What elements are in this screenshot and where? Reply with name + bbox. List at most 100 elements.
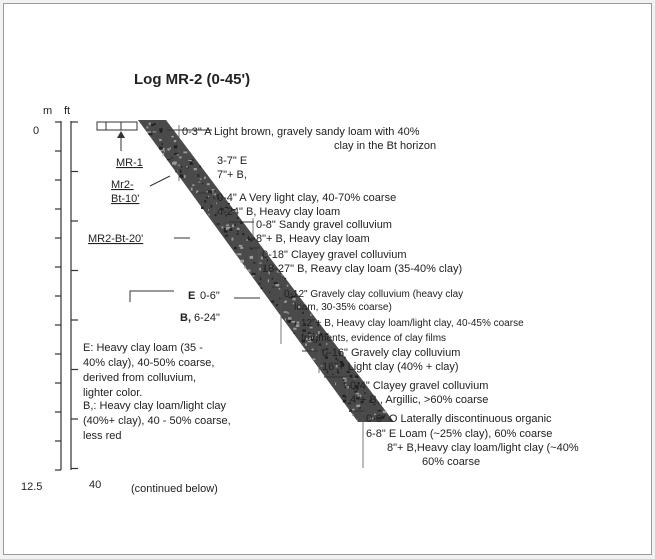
texture-speck — [159, 128, 163, 131]
texture-speck — [312, 358, 316, 361]
sample-label-bt20: MR2-Bt-20' — [88, 233, 143, 245]
texture-speck — [236, 232, 239, 235]
texture-speck — [344, 356, 346, 359]
texture-speck — [190, 187, 193, 191]
texture-speck — [296, 321, 300, 324]
texture-speck — [293, 327, 297, 330]
texture-speck — [380, 416, 385, 419]
sample-labels: MR-1 Mr2- Bt-10' MR2-Bt-20' — [88, 131, 190, 245]
texture-speck — [242, 233, 245, 235]
texture-speck — [174, 163, 176, 166]
texture-speck — [337, 369, 339, 373]
texture-speck — [292, 302, 295, 305]
scale-bottom-ft-label: 40 — [89, 479, 101, 491]
texture-speck — [311, 338, 313, 341]
texture-speck — [272, 300, 274, 303]
texture-speck — [355, 375, 359, 378]
texture-speck — [206, 209, 209, 211]
texture-speck — [233, 211, 236, 213]
mr1-arrowhead — [117, 131, 125, 138]
texture-speck — [188, 159, 192, 161]
texture-speck — [294, 322, 297, 326]
horizon-note-line: 0-3" A Light brown, gravely sandy loam w… — [182, 126, 420, 138]
texture-speck — [192, 184, 195, 186]
horizon-note-line: 60% coarse — [422, 456, 480, 468]
texture-speck — [349, 374, 353, 378]
outcrop-band — [138, 120, 394, 422]
texture-speck — [340, 363, 345, 366]
texture-speck — [217, 196, 220, 200]
left-note-bracket — [129, 290, 174, 302]
texture-speck — [364, 392, 366, 394]
horizon-note-line: loam, 30-35% coarse) — [294, 302, 392, 313]
texture-speck — [207, 195, 209, 198]
texture-speck — [236, 227, 240, 231]
left-b-label: B, — [180, 312, 191, 324]
texture-speck — [223, 230, 228, 233]
texture-speck — [179, 171, 182, 174]
texture-speck — [378, 417, 380, 420]
horizon-note-line: 6-8" E Loam (~25% clay), 60% coarse — [366, 428, 552, 440]
texture-speck — [216, 202, 218, 205]
texture-speck — [346, 386, 349, 389]
texture-speck — [163, 150, 165, 153]
texture-speck — [231, 209, 235, 211]
texture-speck — [221, 208, 224, 211]
texture-speck — [356, 419, 358, 422]
horizon-note-line: 7"+ B, — [217, 169, 247, 181]
texture-speck — [285, 300, 287, 303]
scale-top-label: 0 — [33, 125, 39, 137]
texture-speck — [291, 321, 296, 323]
texture-speck — [227, 203, 230, 205]
texture-speck — [374, 413, 376, 416]
texture-speck — [226, 234, 229, 237]
texture-speck — [335, 357, 338, 360]
texture-speck — [276, 304, 278, 306]
texture-speck — [173, 140, 177, 143]
texture-speck — [281, 273, 283, 276]
texture-speck — [162, 153, 165, 156]
texture-speck — [373, 403, 376, 406]
texture-speck — [251, 239, 253, 242]
texture-speck — [278, 287, 281, 290]
horizon-note-line: 12"+ B, Heavy clay loam/light clay, 40-4… — [301, 318, 524, 329]
texture-speck — [326, 370, 329, 374]
unit-m-label: m — [43, 105, 52, 117]
texture-speck — [205, 196, 209, 199]
texture-speck — [173, 145, 178, 149]
texture-speck — [151, 124, 154, 126]
texture-speck — [146, 126, 149, 129]
horizon-note-line: 0-4" Clayey gravel colluvium — [350, 380, 488, 392]
texture-speck — [309, 334, 311, 336]
horizon-note-line: 18-27" B, Reavy clay loam (35-40% clay) — [262, 263, 462, 275]
texture-speck — [344, 386, 347, 389]
texture-speck — [204, 200, 207, 203]
texture-speck — [207, 209, 209, 211]
texture-speck — [353, 388, 355, 390]
texture-speck — [258, 267, 261, 271]
sample-label-mr1: MR-1 — [116, 157, 143, 169]
texture-speck — [208, 190, 212, 194]
texture-speck — [354, 378, 356, 380]
e-description: E: Heavy clay loam (35 -40% clay), 40-50… — [83, 342, 214, 399]
texture-speck — [307, 332, 311, 334]
texture-speck — [325, 343, 328, 345]
scale-ticks — [55, 121, 78, 471]
horizon-note-line: 8"+ B,Heavy clay loam/light clay (~40% — [387, 442, 579, 454]
texture-speck — [213, 193, 217, 196]
texture-speck — [216, 194, 218, 197]
texture-speck — [252, 275, 255, 277]
texture-speck — [298, 305, 301, 308]
texture-speck — [198, 181, 201, 183]
texture-speck — [283, 311, 288, 313]
texture-speck — [287, 312, 290, 314]
texture-speck — [270, 301, 274, 303]
texture-speck — [313, 333, 315, 335]
texture-speck — [281, 317, 283, 319]
texture-speck — [238, 244, 243, 247]
texture-speck — [345, 396, 347, 399]
texture-speck — [354, 390, 358, 394]
texture-speck — [377, 409, 382, 412]
texture-speck — [318, 331, 320, 335]
